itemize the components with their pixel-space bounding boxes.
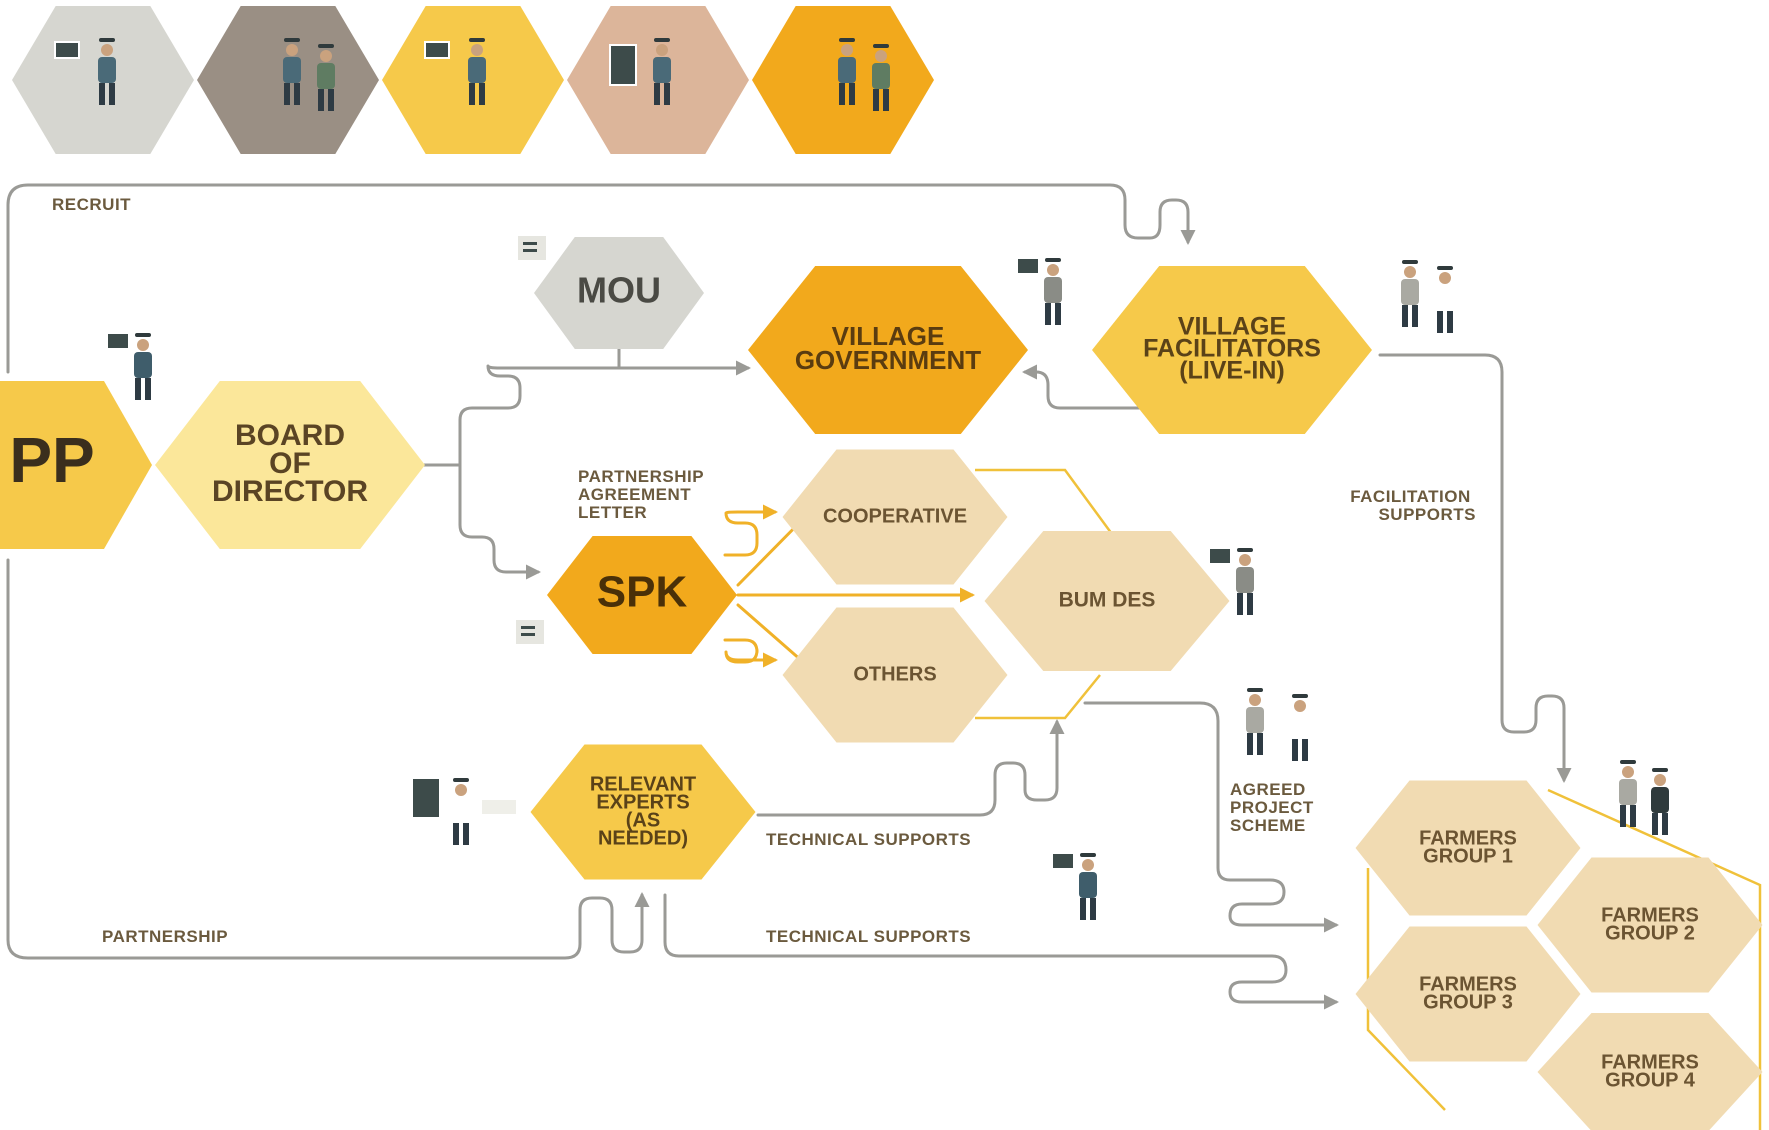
node-village-fac-label-2: FACILITATORS [1143,335,1321,363]
label-facilitation-supports: FACILITATION SUPPORTS [1350,487,1476,524]
spk-document-icon [516,620,544,644]
node-experts-hex [530,744,756,880]
node-bumdes-label-1: BUM DES [1059,589,1156,612]
node-fg2-label-2: GROUP 2 [1605,922,1695,944]
person-tablet-icon [54,38,116,105]
facilitator-partner-icon [1436,266,1454,333]
node-board-label-1: BOARD [235,419,345,452]
node-village-fac-label-3: (LIVE-IN) [1179,357,1285,385]
node-experts-label-4: NEEDED) [598,827,688,849]
node-cooperative: COOPERATIVE [782,449,1008,585]
node-experts-label-2: EXPERTS [596,791,689,813]
node-board-hex [155,381,425,549]
expert-board-icon [411,777,516,819]
node-spk: SPK [547,536,737,654]
two-people-icon [283,38,335,111]
node-fg4-label-2: GROUP 4 [1605,1069,1696,1091]
node-others-label-1: OTHERS [853,663,936,685]
node-mou-label-1: MOU [577,270,661,311]
node-fg2-hex [1537,857,1763,993]
person-tablet-icon [424,38,486,105]
technical-supports-1-arrow [756,719,1065,817]
node-fg4-label-1: FARMERS [1601,1051,1699,1073]
facilitator-person-icon [1401,260,1419,327]
label-technical-supports-2: TECHNICAL SUPPORTS [766,927,971,946]
spk-to-others-arrow [723,638,778,668]
government-person-icon [1016,257,1062,325]
node-spk-label-1: SPK [597,568,688,617]
node-village-fac-hex [1092,266,1372,434]
node-cooperative-label-1: COOPERATIVE [823,505,967,527]
node-fg4-hex [1537,1013,1763,1130]
node-village-gov-label-2: GOVERNMENT [795,345,981,375]
technical-supports-2-arrow [663,893,1339,1010]
label-agreed-project-scheme: AGREED PROJECT SCHEME [1230,780,1319,835]
node-fg1-hex [1355,780,1581,916]
node-others: OTHERS [782,607,1008,743]
node-village-fac-label-1: VILLAGE [1178,313,1286,341]
recruit-arrow [6,183,1196,374]
facilitation-supports-arrow [1378,353,1572,783]
technical-person-icon [1051,852,1097,920]
board-person-icon [106,332,152,400]
node-spk-hex [547,536,737,654]
partnership-arrow [6,558,650,960]
node-fg3-label-1: FARMERS [1419,973,1517,995]
board-to-spk-arrow [458,463,541,580]
node-bumdes-hex [984,531,1230,671]
farmer-person-icon [1619,760,1637,827]
node-village-gov-label-1: VILLAGE [832,321,945,351]
agreed-project-scheme-arrow [1083,701,1339,933]
node-pp: PP [0,381,152,549]
connector-lines [6,183,1762,1130]
person-board-icon [609,38,671,105]
node-village-gov-hex [748,266,1028,434]
family-icon [838,38,890,111]
label-recruit: RECRUIT [52,195,131,214]
node-cooperative-hex [782,449,1008,585]
node-pp-hex [0,381,152,549]
node-fg1-label-2: GROUP 1 [1423,845,1513,867]
scheme-partner-icon [1291,694,1309,761]
board-to-village-gov-arrow [458,360,751,467]
node-experts-label-3: (AS [626,809,660,831]
node-mou-hex [534,237,704,349]
scheme-person-icon [1246,688,1264,755]
expert-person-icon [452,778,470,845]
facilitators-to-government-arrow [1022,364,1150,410]
node-bumdes: BUM DES [984,531,1230,671]
farmers-cluster-frame [1366,788,1762,1130]
label-partnership: PARTNERSHIP [102,927,228,946]
node-board-label-3: DIRECTOR [212,475,368,508]
node-fg2-label-1: FARMERS [1601,904,1699,926]
mou-document-icon [518,236,546,260]
business-cluster-frame [975,468,1122,720]
label-technical-supports-1: TECHNICAL SUPPORTS [766,830,971,849]
node-mou: MOU [534,237,704,349]
edge-labels: RECRUIT PARTNERSHIP AGREEMENT LETTER FAC… [52,195,1476,946]
node-fg1-label-1: FARMERS [1419,827,1517,849]
node-board-label-2: OF [269,447,311,480]
bumdes-person-icon [1208,547,1254,615]
farmer-partner-icon [1651,768,1669,835]
node-others-hex [782,607,1008,743]
node-fg3-label-2: GROUP 3 [1423,991,1513,1013]
node-experts-label-1: RELEVANT [590,773,696,795]
spk-to-cooperative-arrow [723,504,778,557]
label-partnership-letter: PARTNERSHIP AGREEMENT LETTER [578,467,709,522]
figure-icons [106,236,1669,920]
legend-hexagon-strip [12,6,934,154]
node-fg3-hex [1355,926,1581,1062]
node-pp-label-1: PP [9,424,94,496]
